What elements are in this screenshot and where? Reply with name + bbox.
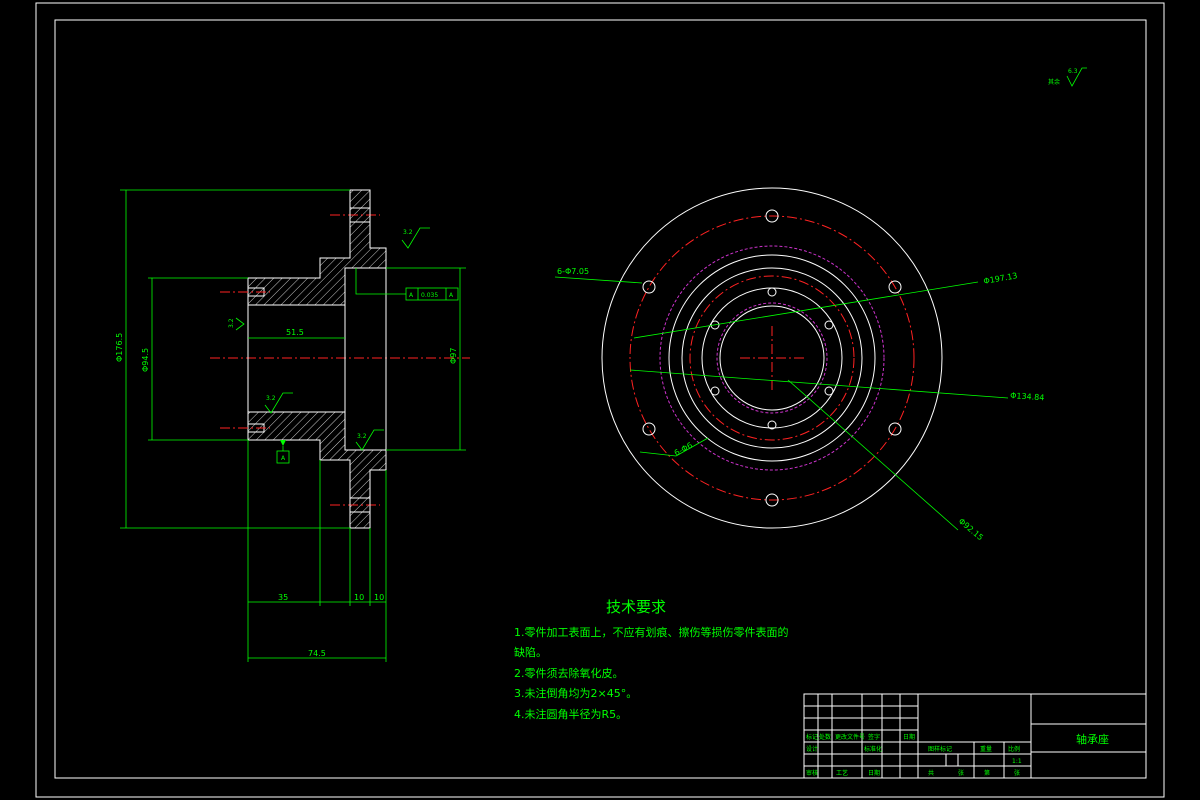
tech-req-line-5: 4.未注圆角半径为R5。: [514, 707, 627, 721]
tech-requirements: 技术要求 1.零件加工表面上，不应有划痕、擦伤等损伤零件表面的 缺陷。 2.零件…: [514, 598, 789, 721]
svg-text:共: 共: [928, 769, 934, 777]
tech-req-line-3: 2.零件须去除氧化皮。: [514, 666, 624, 680]
svg-text:图样标记: 图样标记: [928, 745, 952, 753]
svg-text:0.035: 0.035: [421, 292, 438, 299]
front-view: 6-Φ7.05 Φ197.13 Φ134.84 6-Φ6 Φ92.15: [554, 187, 1045, 543]
dim-flange-dia: Φ97: [449, 348, 458, 364]
dim-outer-dia: Φ176.5: [115, 333, 124, 362]
svg-text:其余: 其余: [1048, 78, 1060, 86]
part-name: 轴承座: [1076, 732, 1109, 746]
svg-text:张: 张: [1014, 769, 1020, 777]
outer-border: [35, 2, 1165, 798]
roughness-symbol-1: 3.2: [401, 227, 430, 249]
label-holes-small: 6-Φ6: [673, 441, 694, 458]
label-holes-6: 6-Φ7.05: [557, 267, 589, 276]
tolerance-frame: A 0.035 A: [355, 268, 459, 301]
dim-flange-w2: 10: [374, 593, 384, 602]
dim-flange-w1: 10: [354, 593, 364, 602]
svg-text:6.3: 6.3: [1068, 68, 1078, 75]
roughness-symbol-2: 3.2: [228, 317, 245, 331]
label-dia-b: Φ134.84: [1010, 391, 1045, 402]
svg-text:A: A: [449, 292, 454, 299]
svg-text:3.2: 3.2: [266, 395, 276, 402]
datum-a: A: [276, 440, 290, 464]
svg-text:A: A: [409, 292, 414, 299]
roughness-symbol-4: 3.2: [355, 429, 384, 451]
tech-req-line-4: 3.未注倒角均为2×45°。: [514, 686, 637, 700]
dim-hub-len: 51.5: [286, 328, 304, 337]
tech-req-line-2: 缺陷。: [514, 645, 547, 659]
corner-roughness: 其余 6.3: [1048, 67, 1087, 87]
svg-text:第: 第: [984, 769, 990, 777]
svg-text:1:1: 1:1: [1012, 758, 1022, 765]
svg-text:工艺: 工艺: [836, 769, 848, 777]
svg-text:标记: 标记: [806, 733, 818, 741]
svg-text:更改文件号: 更改文件号: [835, 733, 865, 741]
dim-step-len: 35: [278, 593, 288, 602]
roughness-symbol-3: 3.2: [264, 392, 293, 414]
svg-text:设计: 设计: [806, 745, 818, 753]
dim-total-len: 74.5: [308, 649, 326, 658]
side-view: Φ176.5 Φ94.5 Φ97 51.5 35 10 10 74.5 3.2 …: [115, 189, 470, 662]
svg-text:比例: 比例: [1008, 745, 1020, 753]
title-block: 轴承座 标记 处数 更改文件号 签字 日期 设计 标准化 图样标记 重量 比例 …: [803, 693, 1147, 779]
dim-bore-dia: Φ94.5: [141, 348, 150, 372]
svg-text:张: 张: [958, 769, 964, 777]
svg-text:签字: 签字: [868, 733, 880, 741]
svg-text:标准化: 标准化: [864, 745, 882, 753]
inner-frame: [54, 19, 1147, 779]
svg-text:日期: 日期: [903, 733, 915, 741]
svg-text:3.2: 3.2: [357, 433, 367, 440]
label-dia-a: Φ197.13: [983, 271, 1018, 286]
label-dia-c: Φ92.15: [957, 517, 985, 543]
svg-text:A: A: [281, 455, 286, 462]
svg-text:处数: 处数: [819, 733, 831, 741]
svg-text:重量: 重量: [980, 745, 992, 753]
svg-text:3.2: 3.2: [403, 229, 413, 236]
tech-req-title: 技术要求: [606, 598, 666, 616]
svg-text:日期: 日期: [868, 769, 880, 777]
tech-req-line-1: 1.零件加工表面上，不应有划痕、擦伤等损伤零件表面的: [514, 625, 789, 639]
svg-text:审核: 审核: [806, 769, 818, 777]
svg-text:3.2: 3.2: [228, 318, 235, 328]
